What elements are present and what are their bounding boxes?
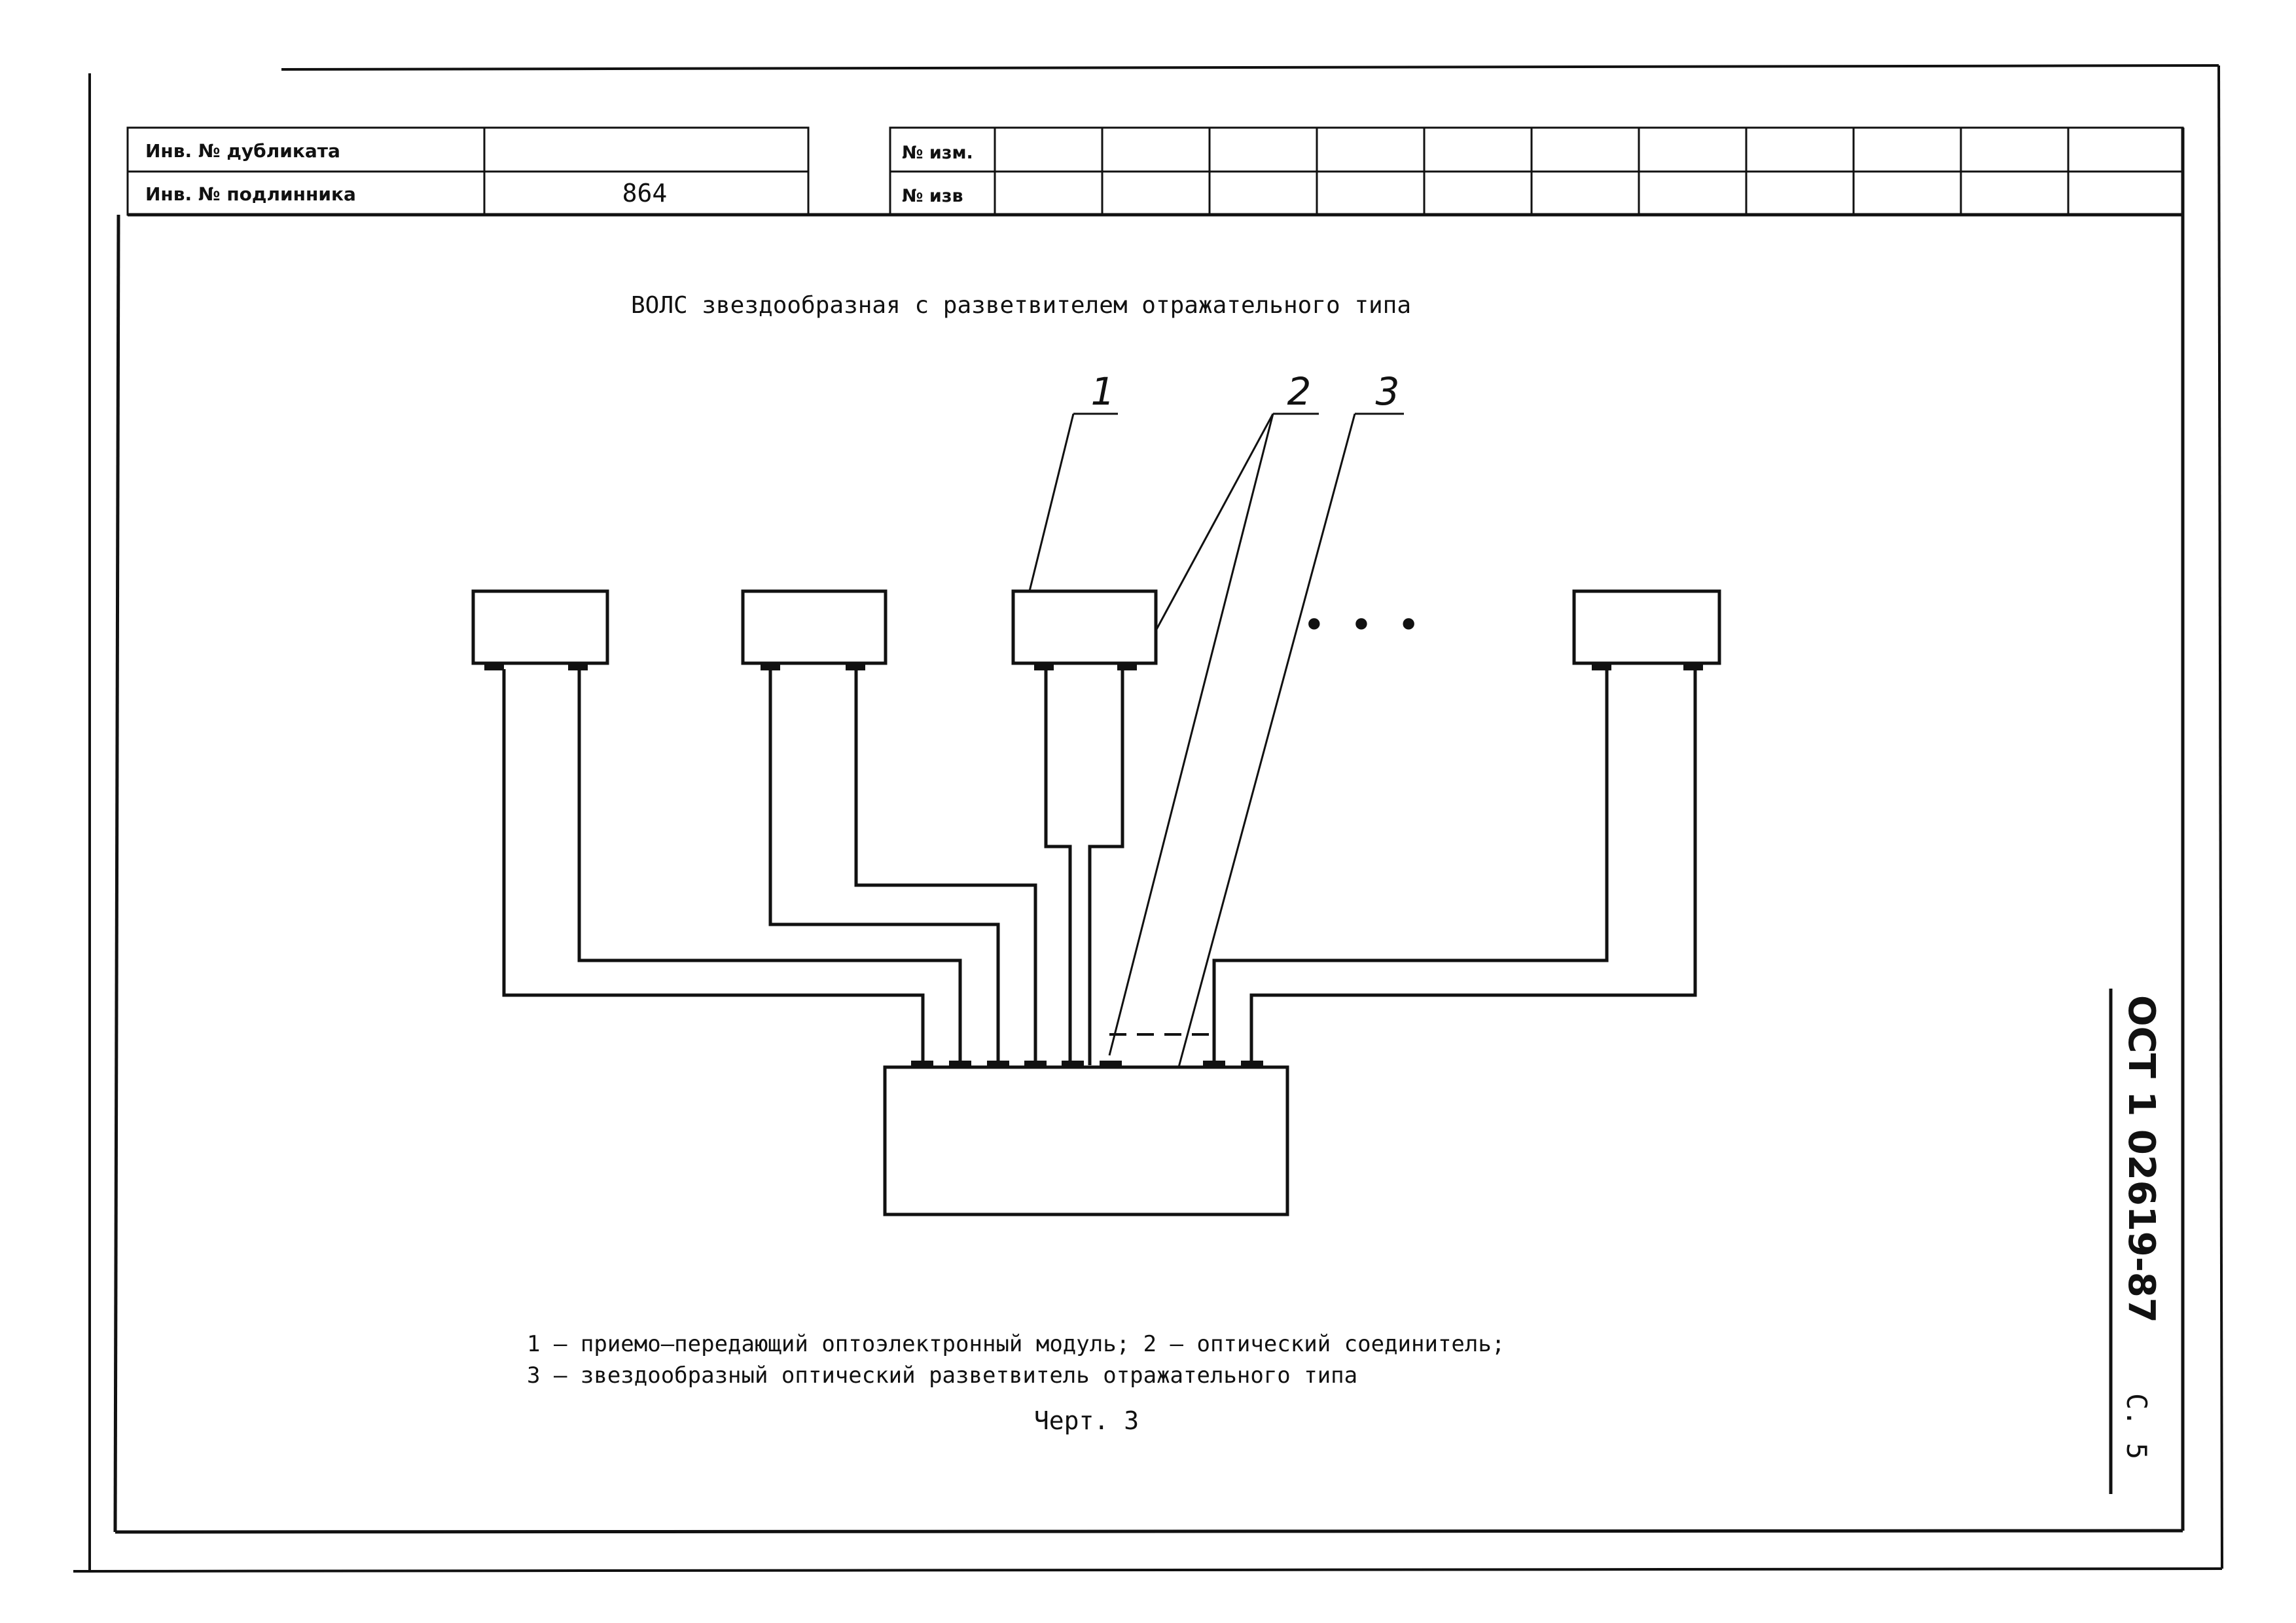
drawing-title: ВОЛС звездообразная с разветвителем отра… <box>631 292 1411 319</box>
revision-table <box>889 126 2184 216</box>
inv-original-value: 864 <box>622 179 668 208</box>
legend-line-2: 3 – звездообразный оптический разветвите… <box>527 1362 1357 1389</box>
star-splitter <box>883 1065 1289 1216</box>
leader-lines <box>1023 412 1404 1099</box>
module-2 <box>741 589 888 665</box>
inv-duplicate-label: Инв. № дубликата <box>145 140 340 162</box>
inventory-table <box>126 126 810 216</box>
figure-caption: Черт. 3 <box>1034 1406 1139 1435</box>
page-number: С. 5 <box>2121 1393 2153 1459</box>
module-4 <box>1572 589 1721 665</box>
module-connectors <box>484 663 1703 670</box>
callout-2: 2 <box>1287 369 1312 414</box>
inv-original-label: Инв. № подлинника <box>145 183 356 205</box>
legend-line-1: 1 – приемо–передающий оптоэлектронный мо… <box>527 1331 1505 1357</box>
callout-3: 3 <box>1376 369 1400 414</box>
change-no-label: № изм. <box>902 143 973 163</box>
module-1 <box>471 589 609 665</box>
ellipsis-more-modules: • • • <box>1302 602 1421 648</box>
module-3 <box>1011 589 1158 665</box>
document-code: ОСТ 1 02619-87 <box>2120 995 2162 1323</box>
optical-fibers <box>502 669 1697 1065</box>
callout-1: 1 <box>1091 369 1115 414</box>
optoelectronic-modules <box>471 589 1721 665</box>
notice-no-label: № изв <box>902 186 963 206</box>
